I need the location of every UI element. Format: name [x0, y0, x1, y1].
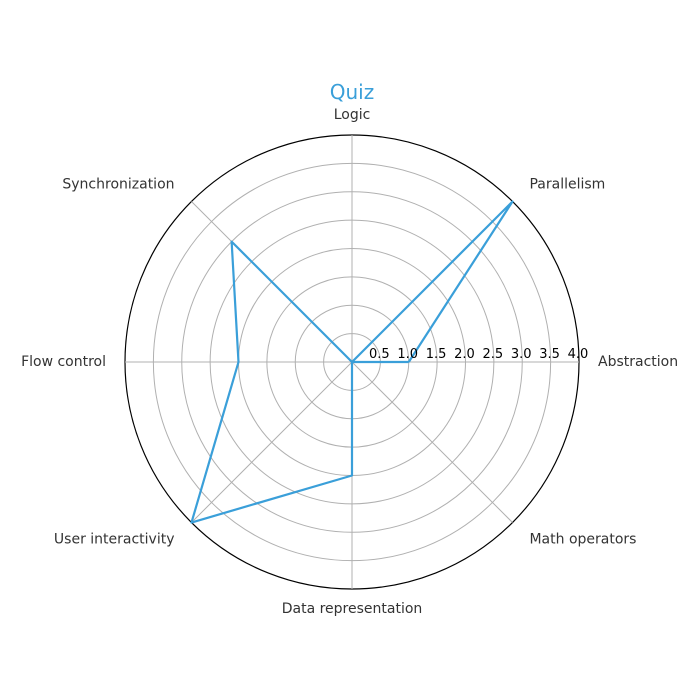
spoke-line [351, 361, 513, 523]
category-label: Logic [334, 107, 371, 123]
category-label: Data representation [282, 601, 423, 617]
spoke-line [191, 361, 353, 523]
radial-tick-label: 1.0 [397, 347, 418, 362]
category-labels: Abstraction Parallelism LogicSynchronizati… [21, 107, 678, 617]
category-label: Synchronization [62, 177, 174, 193]
radial-tick-labels: 0.5 1.0 1.5 2.0 2.5 3.0 3.5 4.0 [369, 347, 588, 362]
radial-tick-label: 2.5 [483, 347, 504, 362]
category-label: User interactivity [54, 531, 175, 547]
series-line [190, 200, 514, 524]
radial-tick-label: 4.0 [568, 347, 589, 362]
series-layer [190, 200, 514, 524]
category-label: Flow control [21, 354, 106, 370]
radial-tick-label: 1.5 [426, 347, 447, 362]
category-label: Parallelism [529, 177, 605, 193]
radial-tick-label: 0.5 [369, 347, 390, 362]
radial-tick-label: 3.5 [539, 347, 560, 362]
radial-tick-label: 2.0 [454, 347, 475, 362]
category-label: Math operators [529, 531, 636, 547]
radial-tick-label: 3.0 [511, 347, 532, 362]
chart-title: Quiz [330, 80, 374, 104]
category-label: Abstraction [598, 354, 678, 370]
